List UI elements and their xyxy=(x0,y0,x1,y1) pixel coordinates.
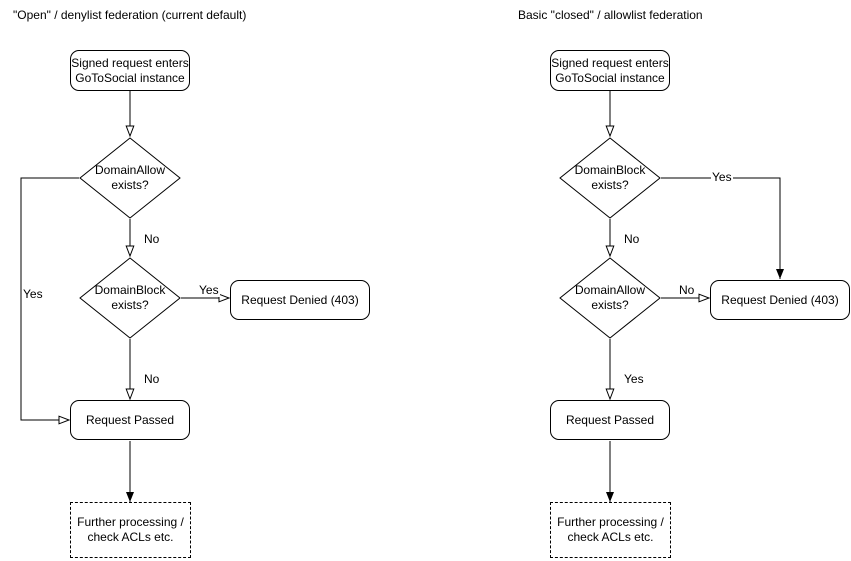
right-decision2-diamond xyxy=(559,257,661,339)
right-start-node: Signed request enters GoToSocial instanc… xyxy=(550,50,670,91)
right-chart-title: Basic "closed" / allowlist federation xyxy=(518,8,703,22)
left-further-node: Further processing / check ACLs etc. xyxy=(70,502,191,558)
left-decision1-diamond xyxy=(79,137,181,219)
left-decision2-diamond xyxy=(79,257,181,339)
left-decision2-no-label: No xyxy=(143,372,161,386)
left-decision2-yes-label: Yes xyxy=(198,283,220,297)
left-start-node: Signed request enters GoToSocial instanc… xyxy=(70,50,190,91)
right-passed-node: Request Passed xyxy=(550,400,670,440)
right-further-node: Further processing / check ACLs etc. xyxy=(550,502,671,558)
right-decision1-diamond xyxy=(559,137,661,219)
right-decision2-yes-label: Yes xyxy=(623,372,645,386)
left-chart-title: "Open" / denylist federation (current de… xyxy=(13,8,247,22)
left-denied-node: Request Denied (403) xyxy=(230,280,370,320)
right-denied-node: Request Denied (403) xyxy=(710,280,850,320)
left-passed-node: Request Passed xyxy=(70,400,190,440)
right-decision1-no-label: No xyxy=(623,232,641,246)
right-decision1-yes-label: Yes xyxy=(711,170,733,184)
right-connector-decision1-yes xyxy=(661,177,784,279)
right-decision2-no-label: No xyxy=(678,283,696,297)
left-decision1-yes-label: Yes xyxy=(22,287,44,301)
left-decision1-no-label: No xyxy=(143,232,161,246)
left-connector-decision1-yes xyxy=(20,177,79,425)
